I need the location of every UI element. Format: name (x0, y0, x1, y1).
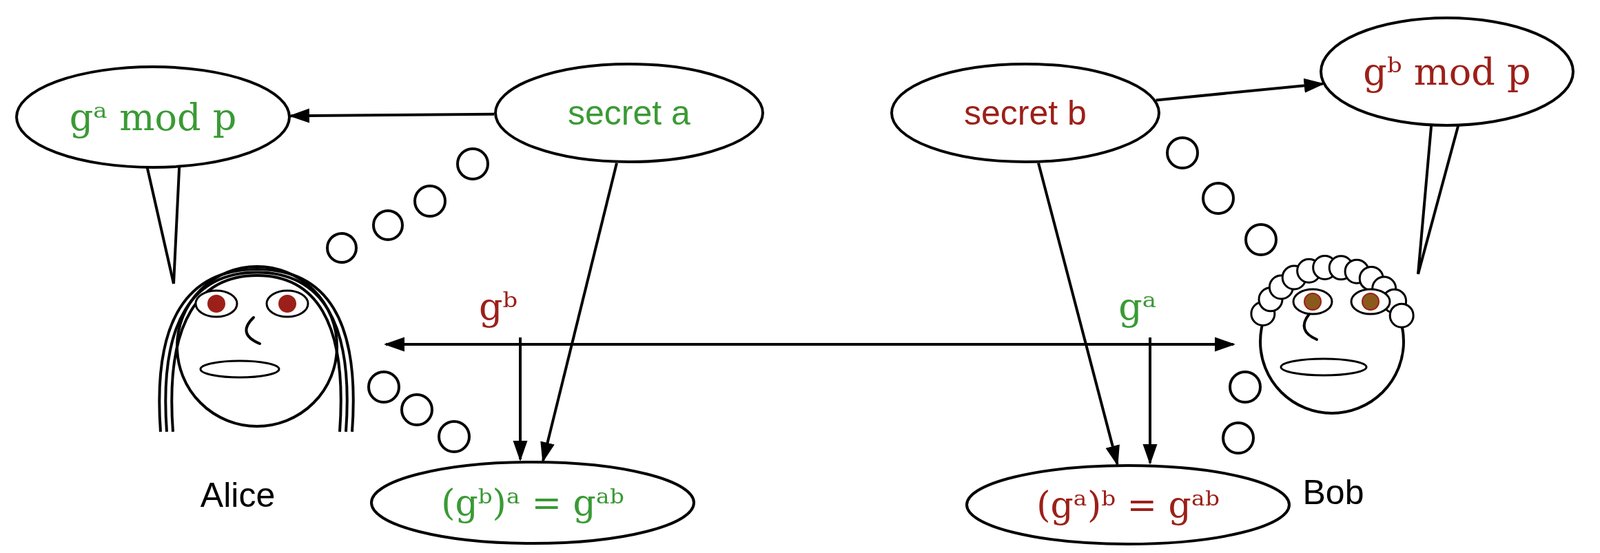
thought-dot (327, 233, 357, 263)
face-outline (1260, 270, 1404, 414)
bubble-ellipse (1320, 17, 1574, 126)
bubble-ellipse (966, 465, 1290, 545)
thought-dot (457, 148, 488, 180)
speech-bubble: gᵃ mod p (15, 65, 291, 169)
arrow-connector (385, 343, 1234, 346)
thought-dot (414, 186, 446, 217)
thought-dot (373, 210, 403, 240)
label-holder: gᵃ (1118, 285, 1157, 329)
arrow-connector (542, 163, 617, 461)
eye (266, 290, 309, 317)
thought-dot (438, 421, 470, 453)
eye (1293, 289, 1332, 315)
mouth (1280, 359, 1367, 376)
thought-dot (1223, 423, 1254, 454)
label-holder: gᵇ (478, 285, 518, 329)
eye (1351, 289, 1390, 315)
thought-dot (1245, 224, 1277, 255)
arrow-connector (1156, 84, 1323, 101)
nose (1304, 314, 1317, 340)
thought-dot (1203, 183, 1234, 214)
hair-strand (159, 269, 353, 433)
person-name: Bob (1303, 472, 1365, 513)
mouth (200, 361, 280, 378)
shared-key-bubble: (gᵃ)ᵇ = gᵃᵇ (965, 464, 1291, 546)
thought-dot (1229, 372, 1261, 403)
person-alice: Alice (162, 258, 386, 524)
person-name: Alice (200, 475, 275, 516)
bubble-ellipse (371, 462, 694, 544)
thought-bubble: secret a (494, 62, 765, 164)
hair-curl (1389, 303, 1414, 328)
bubble-ellipse (891, 64, 1160, 162)
nose (245, 317, 260, 344)
leader-arrow (518, 337, 522, 460)
hair-strand (165, 272, 347, 433)
secret-name: secret a (567, 93, 691, 133)
pupil (1362, 293, 1379, 311)
face (159, 266, 353, 433)
message-label: gᵇ (478, 285, 518, 329)
arrow-connector (290, 114, 495, 117)
arrow-connector (1038, 163, 1118, 465)
shared-key: (gᵃ)ᵇ = gᵃᵇ (1036, 484, 1219, 526)
pupil (279, 295, 296, 313)
thought-dot (401, 394, 433, 426)
leader-arrow (1148, 337, 1152, 464)
speech-bubble: gᵇ mod p (1319, 16, 1575, 127)
shared-key: (gᵇ)ᵃ = gᵃᵇ (440, 482, 624, 524)
hair-strand (171, 275, 341, 433)
eye (195, 290, 238, 317)
thought-dot (1167, 137, 1198, 169)
spoken-value: gᵃ mod p (69, 95, 238, 140)
message-label: gᵃ (1118, 285, 1157, 329)
spoken-value: gᵇ mod p (1362, 50, 1531, 94)
bubble-ellipse (495, 64, 763, 162)
pupil (1304, 293, 1321, 311)
thought-dot (368, 372, 399, 403)
shared-key-bubble: (gᵇ)ᵃ = gᵃᵇ (370, 460, 696, 546)
pupil (208, 295, 225, 313)
thought-bubble: secret b (890, 62, 1161, 164)
bubble-ellipse (16, 66, 290, 168)
face (1251, 255, 1414, 414)
secret-name: secret b (963, 93, 1087, 133)
speech-tail (1418, 103, 1465, 275)
